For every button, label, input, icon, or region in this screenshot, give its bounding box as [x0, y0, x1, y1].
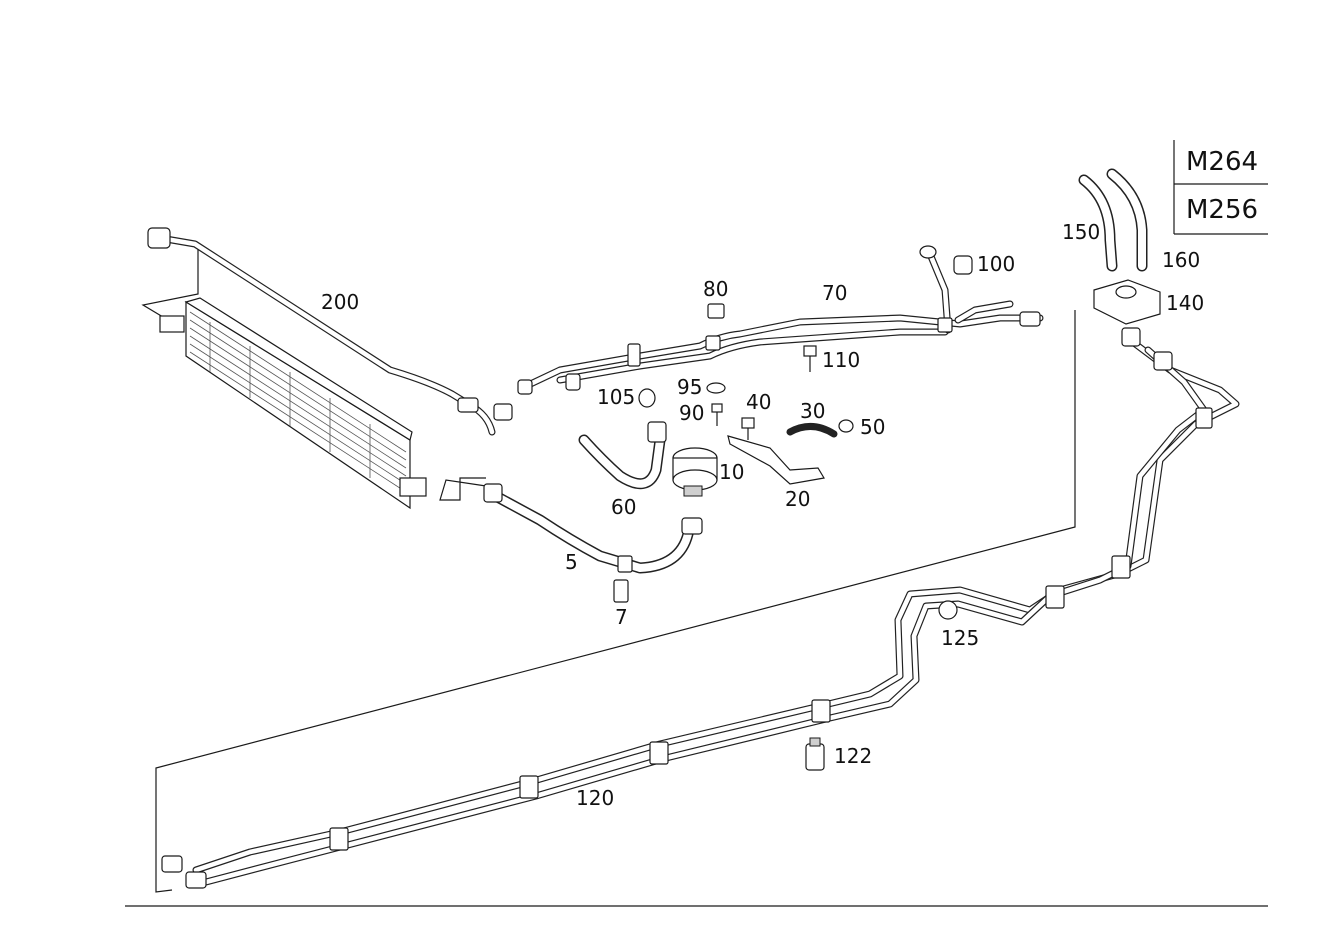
label-60: 60: [611, 495, 636, 519]
part-labels: 200 80 70 100 150 160 140 105 95 90 40 3…: [321, 220, 1204, 810]
label-110: 110: [822, 348, 860, 372]
electric-pump-10: [672, 447, 718, 497]
label-50: 50: [860, 415, 885, 439]
label-20: 20: [785, 487, 810, 511]
hose-150: [1078, 174, 1118, 272]
nut-100: [953, 255, 973, 275]
valve-block-140: [1093, 279, 1161, 325]
label-10: 10: [719, 460, 744, 484]
assembly-outline: [155, 310, 1076, 893]
nut-50: [838, 419, 854, 433]
label-40: 40: [746, 390, 771, 414]
label-90: 90: [679, 401, 704, 425]
label-125: 125: [941, 626, 979, 650]
grommet-105: [638, 388, 656, 408]
engine-code-m264: M264: [1186, 147, 1258, 177]
hose-60: [578, 421, 667, 490]
washer-95: [706, 382, 726, 394]
engine-code-m256: M256: [1186, 195, 1258, 225]
label-150: 150: [1062, 220, 1100, 244]
clip-80: [707, 303, 725, 319]
label-7: 7: [615, 605, 628, 629]
radiator-leader-bottom: [439, 477, 487, 501]
bracket-20: [727, 435, 825, 485]
grommet-125: [938, 600, 958, 620]
label-200: 200: [321, 290, 359, 314]
label-70: 70: [822, 281, 847, 305]
clamp-30: [786, 423, 838, 438]
hose-160: [1106, 168, 1148, 272]
label-105: 105: [597, 385, 635, 409]
label-95: 95: [677, 375, 702, 399]
screw-90: [711, 403, 723, 426]
auxiliary-radiator: [159, 297, 427, 510]
hose-5: [483, 483, 703, 574]
bolt-110: [803, 345, 817, 372]
pipe-70: [517, 245, 1044, 395]
hose-200: [147, 227, 513, 436]
clamp-7: [613, 579, 629, 603]
sleeve-122: [805, 737, 825, 771]
label-122: 122: [834, 744, 872, 768]
label-140: 140: [1166, 291, 1204, 315]
label-120: 120: [576, 786, 614, 810]
engine-code-box: M264 M256: [1173, 140, 1268, 235]
bolt-40: [741, 417, 755, 440]
label-160: 160: [1162, 248, 1200, 272]
label-100: 100: [977, 252, 1015, 276]
radiator-leader-top: [141, 246, 199, 321]
label-30: 30: [800, 399, 825, 423]
label-80: 80: [703, 277, 728, 301]
label-5: 5: [565, 550, 578, 574]
